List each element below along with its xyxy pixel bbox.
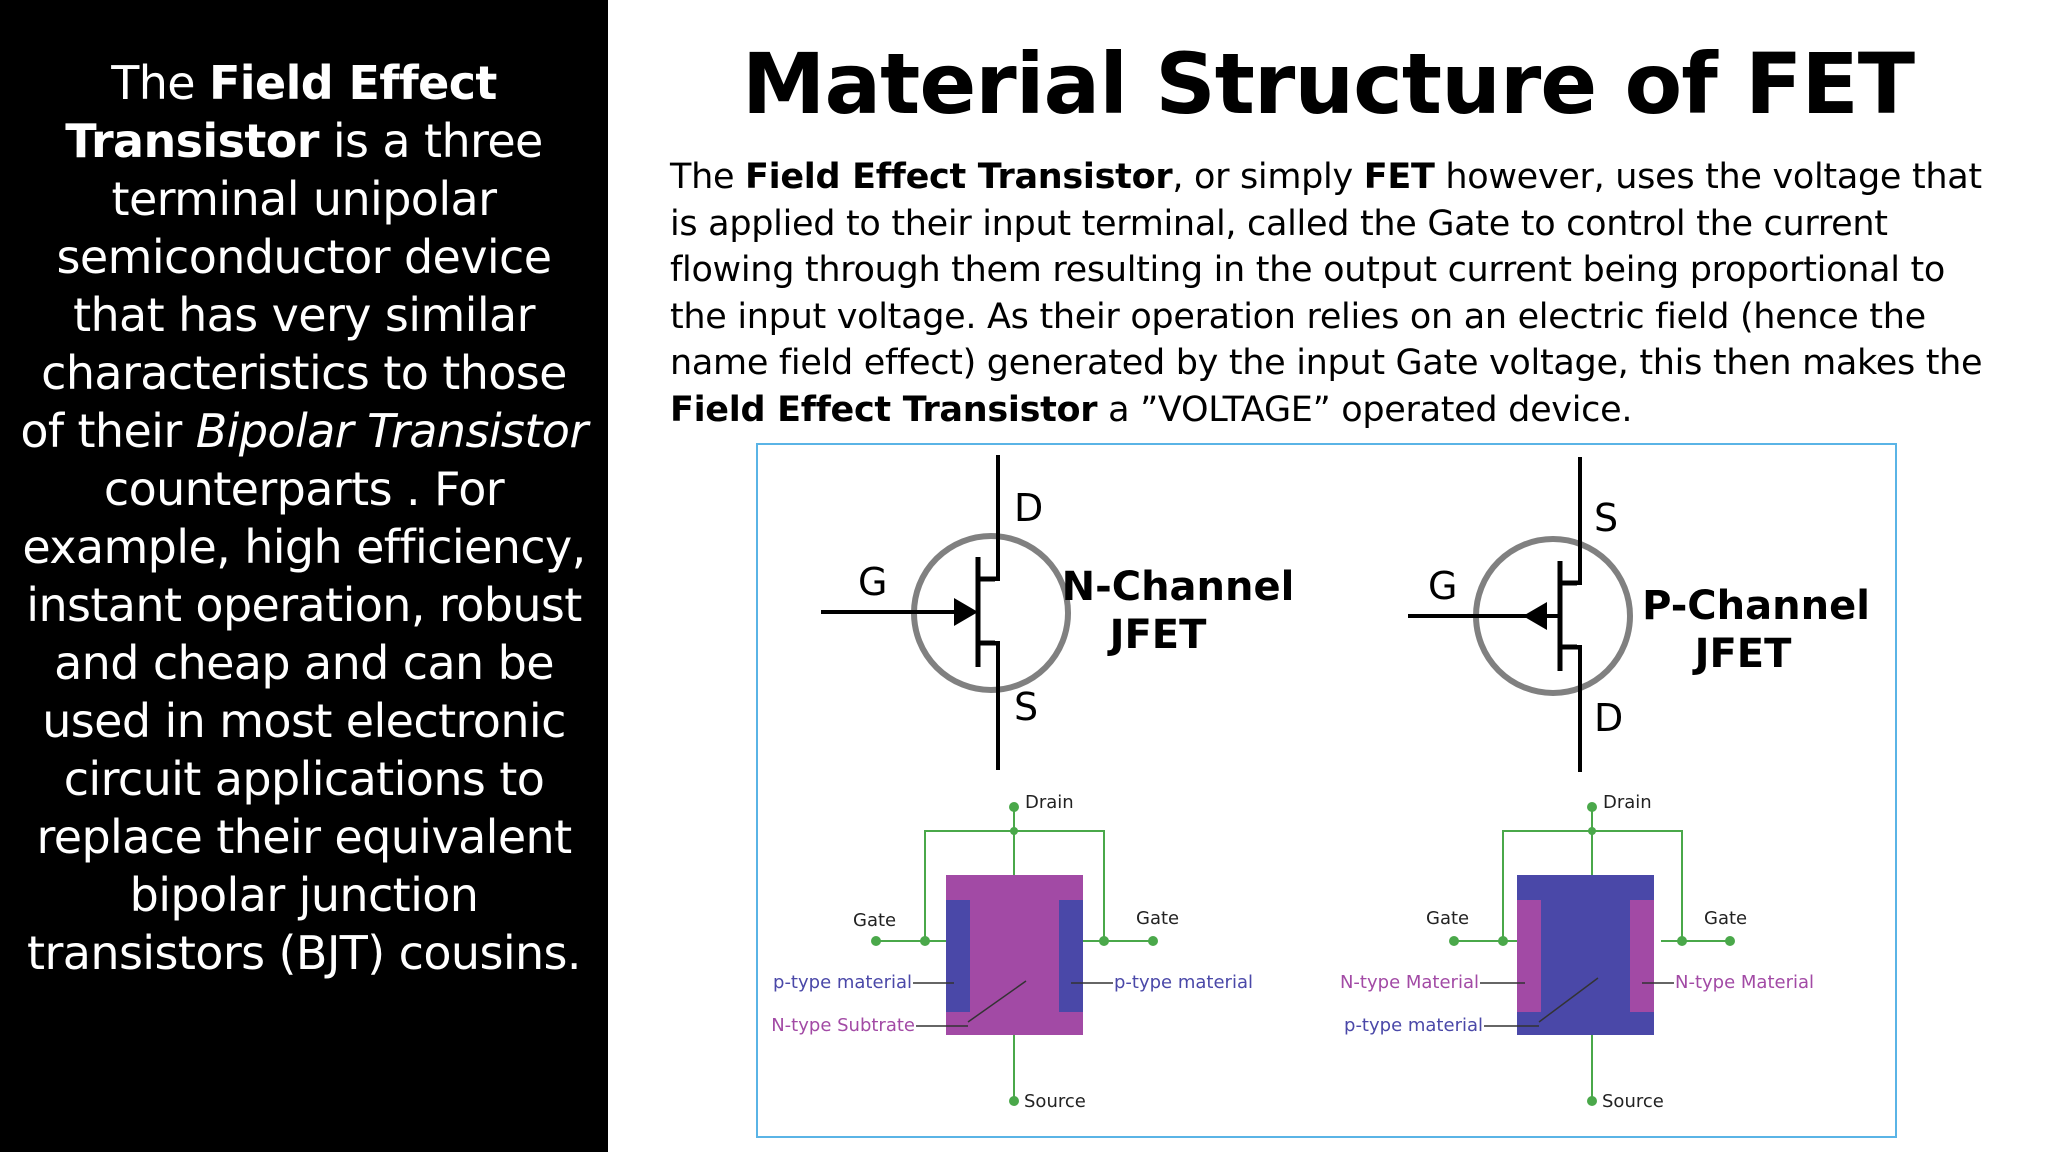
- p-gate-right: [1630, 900, 1654, 1012]
- n-jfet-title-2: JFET: [1107, 612, 1208, 658]
- p-source-label: Source: [1602, 1091, 1664, 1112]
- n-right-label: p-type material: [1114, 972, 1253, 993]
- n-channel-structure: Drain Source Gate Gate p-type material N…: [771, 792, 1253, 1112]
- left-italic-term: Bipolar Transistor: [195, 404, 589, 458]
- n-left-label-1: p-type material: [773, 972, 912, 993]
- p-drain-label: Drain: [1603, 792, 1652, 813]
- n-source-label: Source: [1024, 1091, 1086, 1112]
- p-left-label-2: p-type material: [1344, 1015, 1483, 1036]
- left-panel: The Field Effect Transistor is a three t…: [0, 0, 608, 1152]
- p-gate-left: [1517, 900, 1541, 1012]
- n-gate-right-label: Gate: [1136, 908, 1179, 929]
- body-paragraph: The Field Effect Transistor, or simply F…: [670, 157, 1983, 430]
- n-drain-label: Drain: [1025, 792, 1074, 813]
- p-jfet-bottom-label: D: [1594, 696, 1623, 740]
- n-jfet-gate-label: G: [858, 560, 887, 604]
- left-description: The Field Effect Transistor is a three t…: [20, 56, 589, 980]
- p-jfet-gate-label: G: [1428, 564, 1457, 608]
- jfet-figure: G D S N-Channel JFET G S D P-Channel JFE…: [756, 443, 1897, 1138]
- p-left-label-1: N-type Material: [1340, 972, 1479, 993]
- slide-title: Material Structure of FET: [741, 35, 1915, 133]
- n-gate-left-label: Gate: [853, 910, 896, 931]
- p-right-label: N-type Material: [1675, 972, 1814, 993]
- n-jfet-bottom-label: S: [1014, 685, 1038, 729]
- n-jfet-top-label: D: [1014, 486, 1043, 530]
- p-jfet-gate-arrow: [1523, 602, 1547, 630]
- left-bold-term: Field Effect Transistor: [65, 56, 497, 168]
- n-jfet-title-1: N-Channel: [1062, 564, 1295, 610]
- p-jfet-title-1: P-Channel: [1642, 583, 1870, 629]
- p-gate-right-label: Gate: [1704, 908, 1747, 929]
- n-channel-jfet-symbol: G D S N-Channel JFET: [821, 455, 1294, 770]
- p-gate-left-label: Gate: [1426, 908, 1469, 929]
- p-jfet-top-label: S: [1594, 496, 1618, 540]
- n-gate-right: [1059, 900, 1083, 1012]
- p-channel-jfet-symbol: G S D P-Channel JFET: [1408, 457, 1870, 772]
- n-gate-left: [946, 900, 970, 1012]
- jfet-diagram: G D S N-Channel JFET G S D P-Channel JFE…: [771, 455, 1870, 1112]
- p-jfet-title-2: JFET: [1692, 631, 1793, 677]
- p-channel-structure: Drain Source Gate Gate N-type Material p…: [1340, 792, 1814, 1112]
- n-left-label-2: N-type Subtrate: [771, 1015, 915, 1036]
- n-jfet-gate-arrow: [954, 598, 978, 626]
